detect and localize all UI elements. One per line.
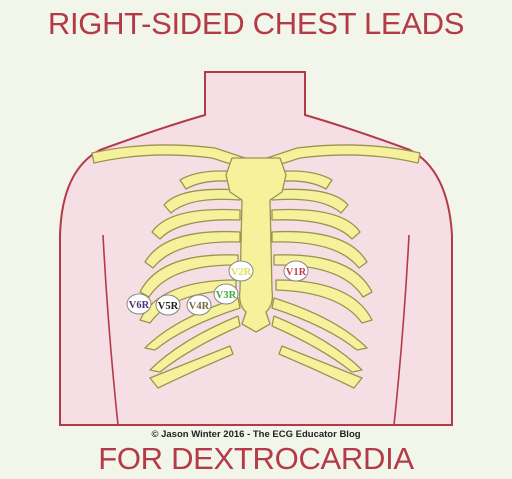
electrode-v4r: V4R <box>187 295 211 315</box>
copyright-credit: © Jason Winter 2016 - The ECG Educator B… <box>0 429 512 440</box>
electrode-label: V1R <box>286 267 307 278</box>
electrode-v6r: V6R <box>127 294 151 314</box>
electrode-v2r: V2R <box>229 261 253 281</box>
electrode-label: V6R <box>129 300 150 311</box>
electrode-v5r: V5R <box>156 295 180 315</box>
electrode-v3r: V3R <box>214 284 238 304</box>
diagram-subtitle: FOR DEXTROCARDIA <box>0 441 512 477</box>
electrode-label: V3R <box>216 290 237 301</box>
electrode-label: V4R <box>189 301 210 312</box>
electrode-label: V5R <box>158 301 179 312</box>
electrode-v1r: V1R <box>284 261 308 281</box>
electrode-label: V2R <box>231 267 252 278</box>
